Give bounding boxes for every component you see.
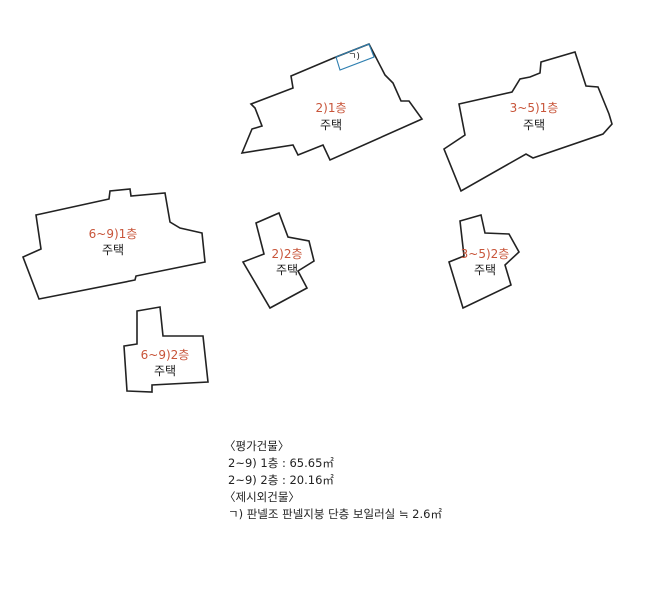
annex-boiler-room: ㄱ) (335, 43, 375, 71)
eval-buildings-header: 〈평가건물〉 (224, 439, 290, 453)
building-6-9-2f-use: 주택 (154, 364, 176, 378)
building-3-5-2f: 3~5)2층 주택 (448, 213, 521, 310)
building-2-2f-number: 2)2층 (272, 247, 303, 261)
building-6-9-2f-outline (123, 306, 209, 393)
eval-building-item: 2~9) 1층 : 65.65㎡ (228, 456, 334, 470)
building-3-5-1f-use: 주택 (523, 118, 545, 132)
building-6-9-1f-number: 6~9)1층 (89, 227, 138, 241)
building-3-5-2f-use: 주택 (474, 263, 496, 277)
excluded-building-item: ㄱ) 판넬조 판넬지붕 단층 보일러실 ≒ 2.6㎡ (228, 507, 442, 521)
building-6-9-2f: 6~9)2층 주택 (123, 306, 209, 393)
building-2-2f-outline (241, 211, 315, 310)
building-2-1f-use: 주택 (320, 118, 342, 132)
building-2-2f: 2)2층 주택 (241, 211, 315, 310)
building-notes: 〈평가건물〉 2~9) 1층 : 65.65㎡ 2~9) 2층 : 20.16㎡… (224, 438, 442, 523)
building-3-5-1f-number: 3~5)1층 (510, 101, 559, 115)
building-6-9-1f-outline (21, 188, 206, 300)
eval-building-item: 2~9) 2층 : 20.16㎡ (228, 473, 334, 487)
building-2-1f-number: 2)1층 (316, 101, 347, 115)
building-3-5-2f-outline (448, 213, 521, 310)
building-3-5-1f-outline (443, 51, 613, 193)
building-2-2f-use: 주택 (276, 263, 298, 277)
building-3-5-2f-number: 3~5)2층 (461, 247, 510, 261)
building-6-9-2f-number: 6~9)2층 (141, 348, 190, 362)
annex-outline (335, 43, 375, 71)
excluded-buildings-header: 〈제시외건물〉 (224, 490, 300, 504)
building-3-5-1f: 3~5)1층 주택 (443, 51, 613, 193)
building-6-9-1f-use: 주택 (102, 243, 124, 257)
annex-mark: ㄱ) (348, 52, 360, 62)
building-2-1f: 2)1층 주택 (240, 42, 424, 162)
building-6-9-1f: 6~9)1층 주택 (21, 188, 206, 300)
